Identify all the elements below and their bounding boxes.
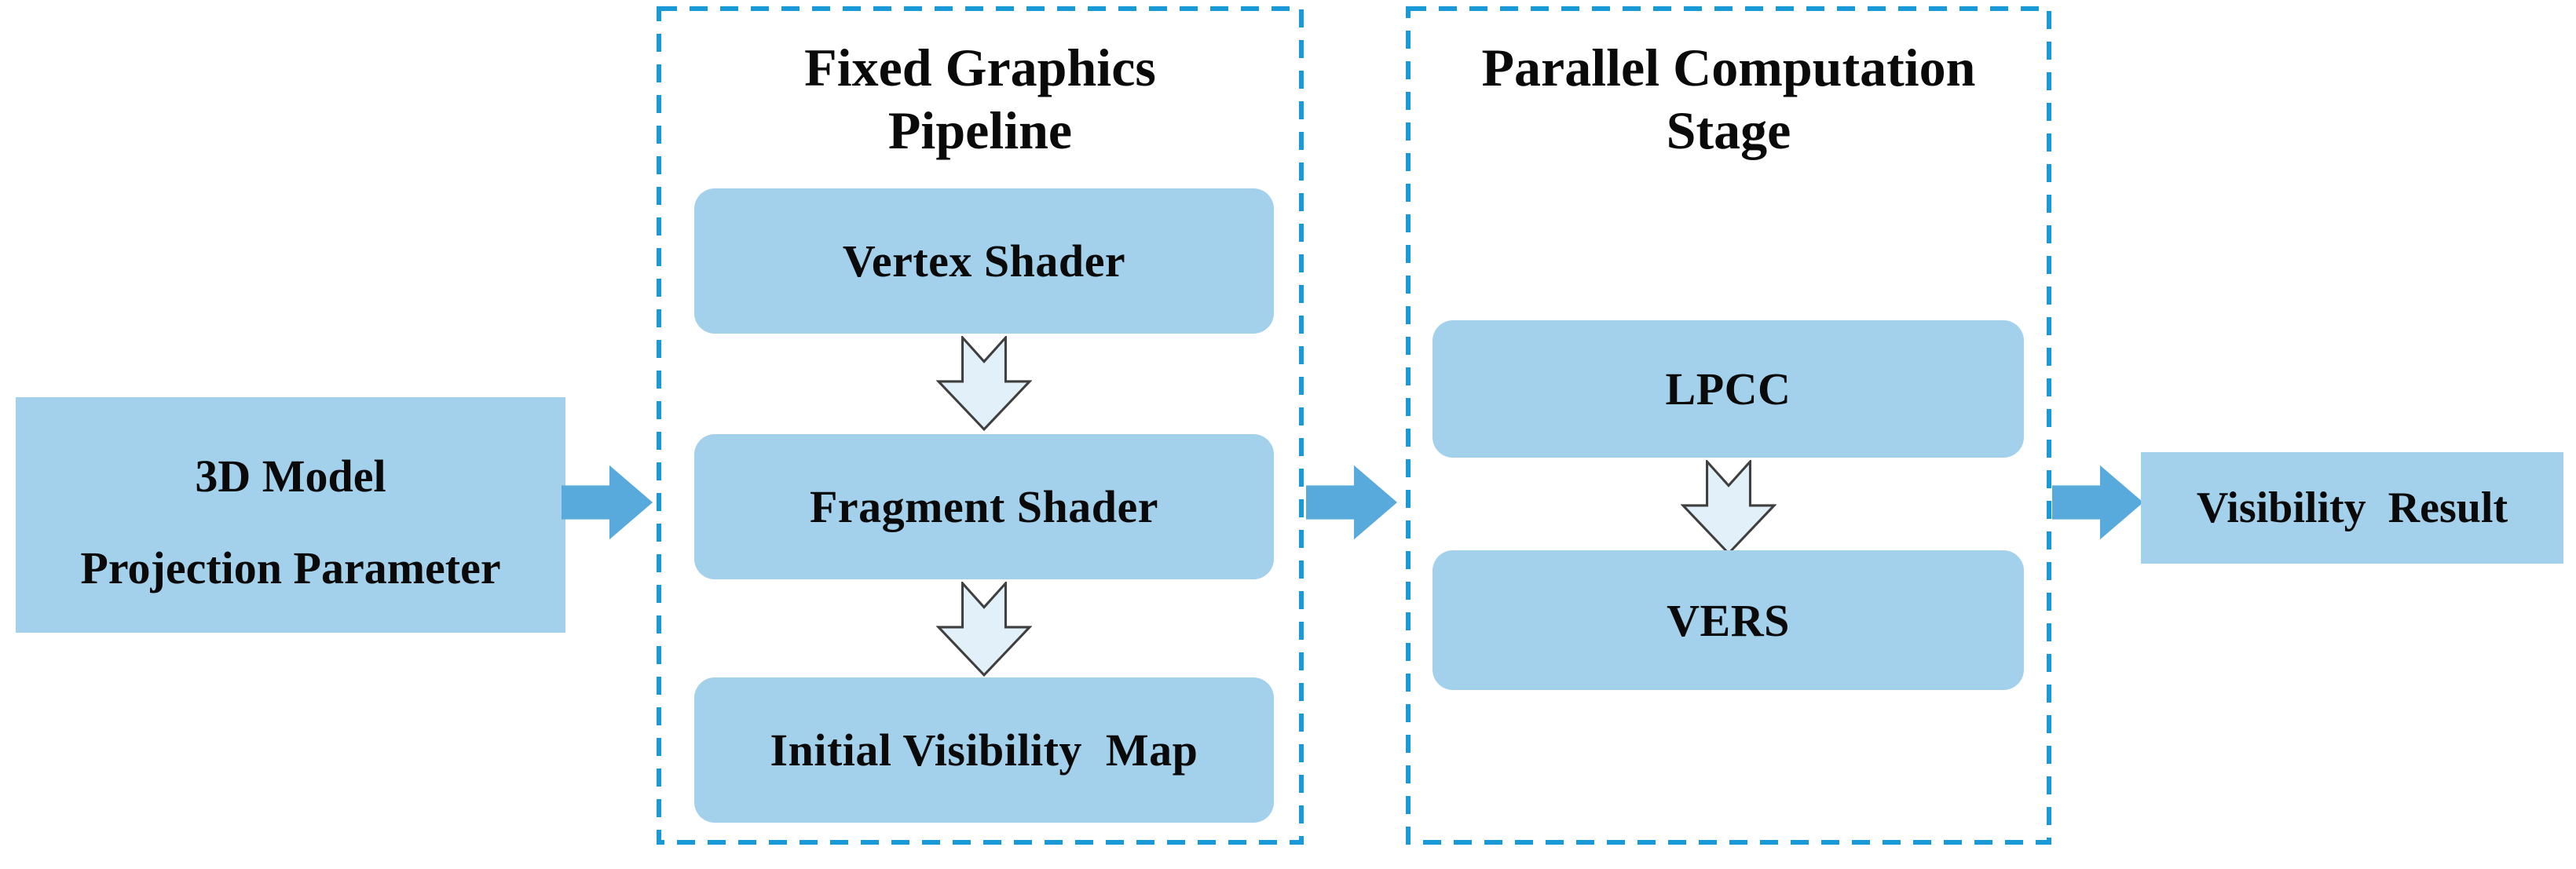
parallel-stage-title-line-2: Stage xyxy=(1666,100,1791,160)
stage-box-vers: VERS xyxy=(1433,550,2024,690)
output-box: Visibility Result xyxy=(2141,452,2563,564)
input-box-line-2: Projection Parameter xyxy=(80,542,501,593)
stage-box-fragment-shader: Fragment Shader xyxy=(694,434,1274,579)
stage-label: LPCC xyxy=(1665,363,1791,414)
stage-box-initial-visibility-map: Initial Visibility Map xyxy=(694,677,1274,823)
stage-label: Vertex Shader xyxy=(842,236,1126,287)
flow-arrow-right-icon xyxy=(2052,465,2144,540)
flow-arrow-down-icon xyxy=(936,336,1032,432)
input-box-line-1: 3D Model xyxy=(195,451,386,502)
output-box-label: Visibility Result xyxy=(2196,484,2508,532)
fixed-pipeline-title-line-2: Pipeline xyxy=(887,100,1073,160)
flow-arrow-down-icon xyxy=(1681,460,1776,556)
stage-label: Initial Visibility Map xyxy=(770,725,1198,776)
flow-arrow-right-icon xyxy=(562,465,653,540)
stage-label: Fragment Shader xyxy=(809,481,1159,532)
parallel-stage-title-line-1: Parallel Computation xyxy=(1481,38,1976,97)
stage-box-vertex-shader: Vertex Shader xyxy=(694,188,1274,334)
stage-label: VERS xyxy=(1667,594,1790,646)
flow-arrow-right-icon xyxy=(1306,465,1398,540)
input-box: 3D Model Projection Parameter xyxy=(16,397,565,633)
fixed-pipeline-title-line-1: Fixed Graphics xyxy=(804,38,1156,97)
flow-arrow-down-icon xyxy=(936,582,1032,677)
stage-box-lpcc: LPCC xyxy=(1433,320,2024,458)
